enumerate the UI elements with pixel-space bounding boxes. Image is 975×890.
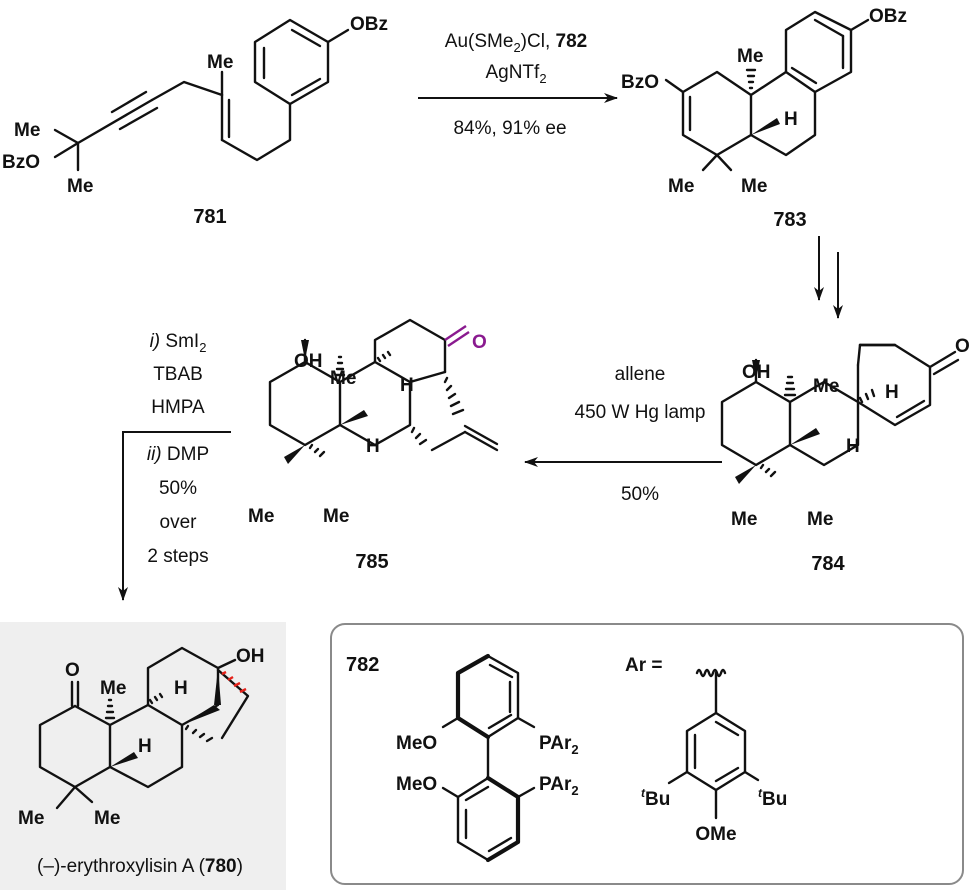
ome-label: OMe: [695, 824, 736, 845]
me-label: Me: [100, 678, 126, 699]
me-label: Me: [741, 176, 767, 197]
oh-label: OH: [236, 646, 265, 667]
reaction-3-step-2: ii) DMP: [147, 444, 209, 465]
reaction-1-reagent-line-2: AgNTf2: [485, 62, 546, 86]
me-label: Me: [248, 506, 274, 527]
bzo-label: BzO: [2, 152, 40, 173]
me-label: Me: [731, 509, 757, 530]
me-label: Me: [813, 376, 839, 397]
reaction-1-yield: 84%, 91% ee: [453, 118, 566, 139]
compound-number-785: 785: [355, 551, 388, 573]
natural-product-name: (–)-erythroxylisin A (780): [37, 856, 243, 877]
reaction-2-reagent: allene: [615, 364, 666, 385]
obz-label: OBz: [869, 6, 907, 27]
tbu-label: tBu: [641, 786, 670, 810]
me-label: Me: [668, 176, 694, 197]
me-label: Me: [807, 509, 833, 530]
compound-783-structure: [664, 10, 870, 172]
reaction-3-step-count: 2 steps: [147, 546, 208, 567]
me-label: Me: [330, 368, 356, 389]
reaction-2-conditions: 450 W Hg lamp: [575, 402, 706, 423]
reaction-3-additive-2: HMPA: [151, 397, 205, 418]
h-label: H: [366, 436, 380, 457]
tbu-label: tBu: [758, 786, 787, 810]
compound-784-structure: [720, 343, 960, 484]
me-label: Me: [14, 120, 40, 141]
ketone-o-label-highlighted: O: [472, 332, 487, 353]
ligand-782-structure: [441, 653, 536, 863]
meo-label: MeO: [396, 733, 437, 754]
ligand-number-782: 782: [346, 654, 379, 676]
ar-definition-label: Ar =: [625, 655, 663, 676]
reaction-3-additive-1: TBAB: [153, 364, 203, 385]
reaction-3-yield-note: over: [160, 512, 198, 533]
me-label: Me: [207, 52, 233, 73]
reaction-arrow-3: [118, 431, 231, 601]
oh-label: OH: [742, 362, 771, 383]
compound-number-784: 784: [811, 553, 845, 575]
compound-number-781: 781: [193, 206, 226, 228]
me-label: Me: [67, 176, 93, 197]
h-label: H: [846, 436, 860, 457]
aryl-group-structure: [667, 668, 760, 820]
bzo-label: BzO: [621, 72, 659, 93]
reaction-2-yield: 50%: [621, 484, 659, 505]
compound-785-structure: [268, 318, 499, 464]
reaction-1-reagent-line-1: Au(SMe2)Cl, 782: [445, 31, 587, 55]
me-label: Me: [94, 808, 120, 829]
h-label: H: [784, 109, 798, 130]
par2-label: PAr2: [539, 774, 579, 798]
ketone-o-label: O: [955, 336, 970, 357]
h-label: H: [174, 678, 188, 699]
h-label: H: [885, 382, 899, 403]
compound-781-structure: [53, 18, 350, 172]
ketone-o-label: O: [65, 660, 80, 681]
h-label: H: [138, 736, 152, 757]
compound-number-783: 783: [773, 209, 806, 231]
compound-780-structure: [38, 646, 250, 810]
ligand-definition-box: [330, 623, 964, 885]
me-label: Me: [323, 506, 349, 527]
par2-label: PAr2: [539, 733, 579, 757]
meo-label: MeO: [396, 774, 437, 795]
reaction-3-yield: 50%: [159, 478, 197, 499]
me-label: Me: [18, 808, 44, 829]
me-label: Me: [737, 46, 763, 67]
product-highlight-background: [0, 622, 286, 890]
h-label: H: [400, 375, 414, 396]
obz-label: OBz: [350, 14, 388, 35]
reaction-3-step-1: i) SmI2: [150, 331, 207, 355]
oh-label: OH: [294, 351, 323, 372]
